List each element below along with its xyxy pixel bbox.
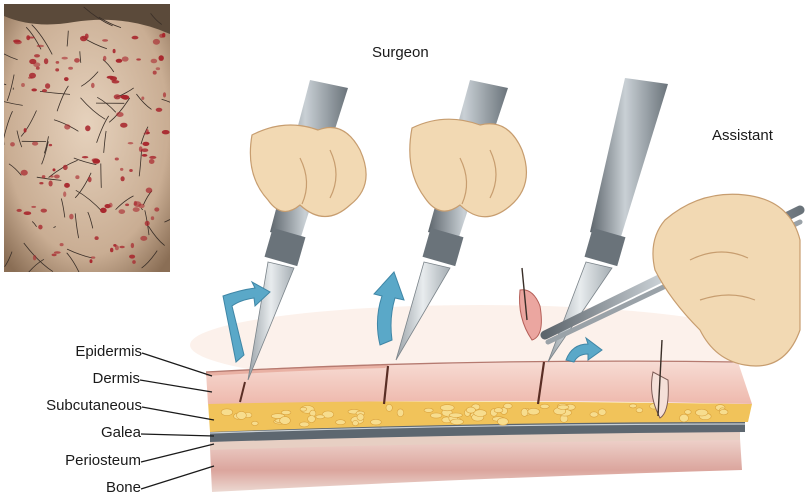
layer-label-dermis: Dermis (93, 370, 141, 387)
hand-icon (250, 125, 366, 216)
layer-label-periosteum: Periosteum (65, 452, 141, 469)
layer-label-bone: Bone (106, 479, 141, 496)
layer-label-subcutaneous: Subcutaneous (46, 397, 142, 414)
surgeon-label: Surgeon (372, 44, 429, 61)
leader-lines (140, 353, 214, 489)
hand-icon (410, 119, 527, 217)
layer-label-epidermis: Epidermis (75, 343, 142, 360)
layer-label-galea: Galea (101, 424, 141, 441)
assistant-label: Assistant (712, 127, 773, 144)
